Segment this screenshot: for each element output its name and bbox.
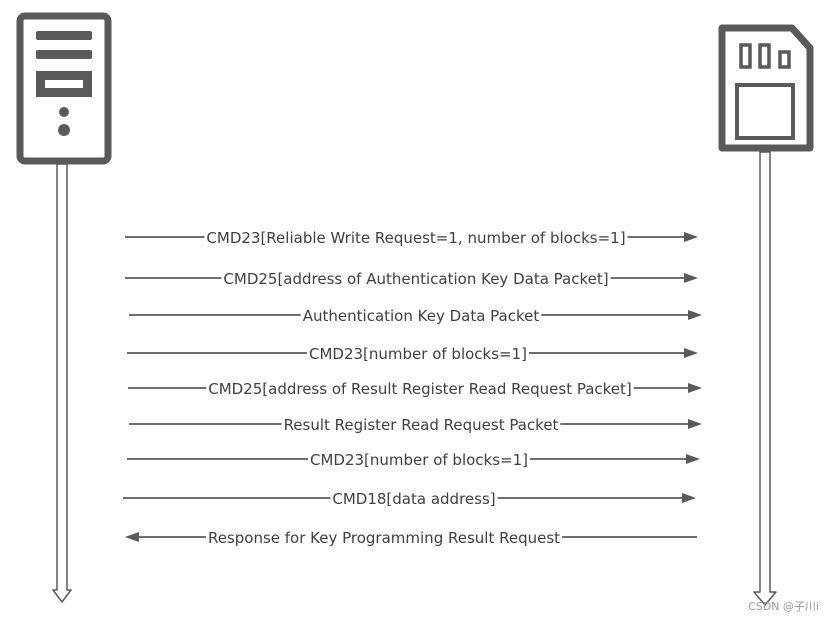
computer-tower-icon (16, 12, 112, 165)
watermark: CSDN @子川i (748, 600, 819, 613)
message-label: CMD18[data address] (332, 490, 495, 508)
message-label-background (281, 416, 561, 434)
message-label-background (206, 380, 634, 398)
message-label-background (307, 451, 531, 469)
message-label: Authentication Key Data Packet (303, 307, 540, 325)
message-labels: CMD23[Reliable Write Request=1, number o… (204, 229, 634, 547)
host-lifeline (52, 163, 72, 603)
message-label: CMD23[number of blocks=1] (309, 345, 527, 363)
message-label: Response for Key Programming Result Requ… (208, 529, 560, 547)
sd-card-icon (718, 24, 814, 152)
message-label-background (306, 345, 530, 363)
message-label: Result Register Read Request Packet (284, 416, 559, 434)
message-label: CMD23[Reliable Write Request=1, number o… (206, 229, 625, 247)
message-label: CMD23[number of blocks=1] (310, 451, 528, 469)
device-lifeline (753, 151, 777, 606)
message-label: CMD25[address of Result Register Read Re… (208, 380, 632, 398)
message-label-background (205, 529, 563, 547)
message-label-background (300, 307, 542, 325)
message-label-background (330, 490, 498, 508)
message-label: CMD25[address of Authentication Key Data… (223, 270, 608, 288)
message-label-background (204, 229, 628, 247)
message-label-background (221, 270, 611, 288)
